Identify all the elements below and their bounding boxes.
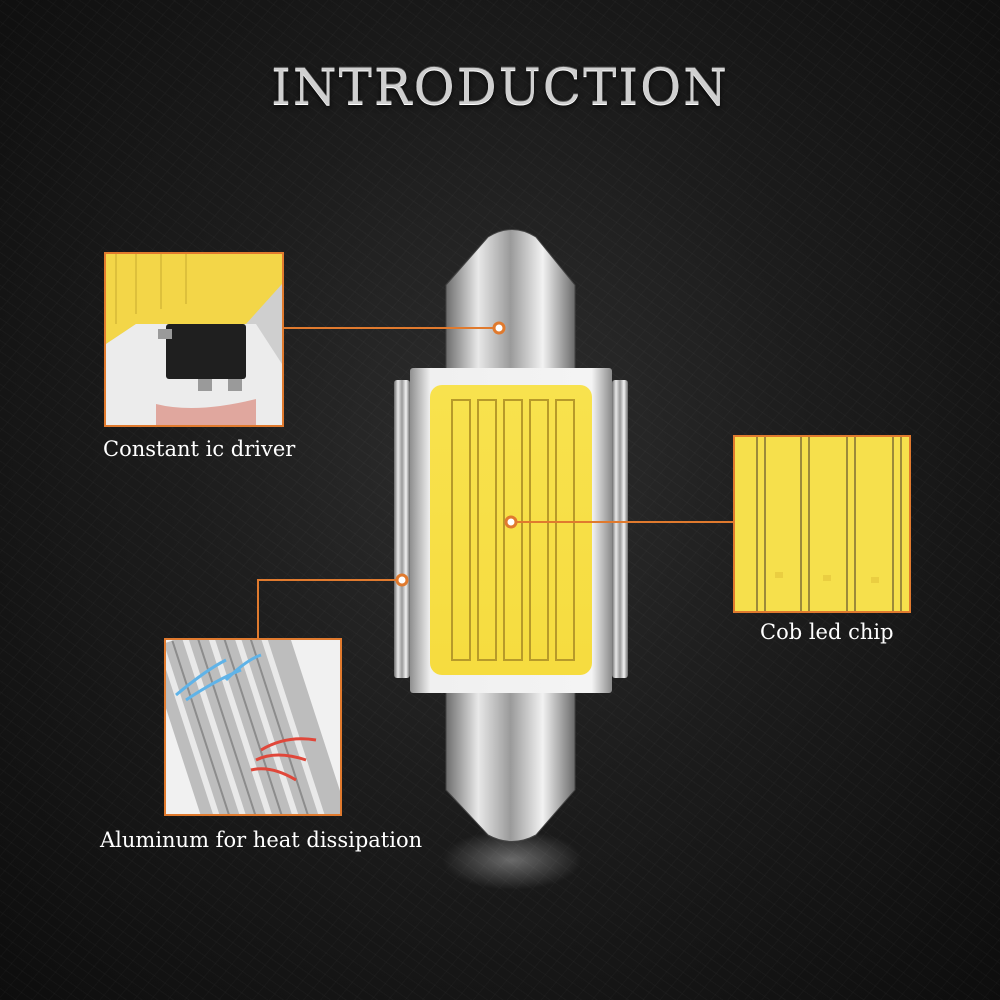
aluminum-label: Aluminum for heat dissipation	[100, 828, 423, 852]
driver-label: Constant ic driver	[103, 437, 296, 461]
ic-driver-closeup	[104, 252, 284, 427]
cob-chip-closeup	[733, 435, 911, 613]
chip-label: Cob led chip	[760, 620, 894, 644]
page-title: INTRODUCTION	[271, 58, 729, 116]
aluminum-heatsink-closeup	[164, 638, 342, 816]
